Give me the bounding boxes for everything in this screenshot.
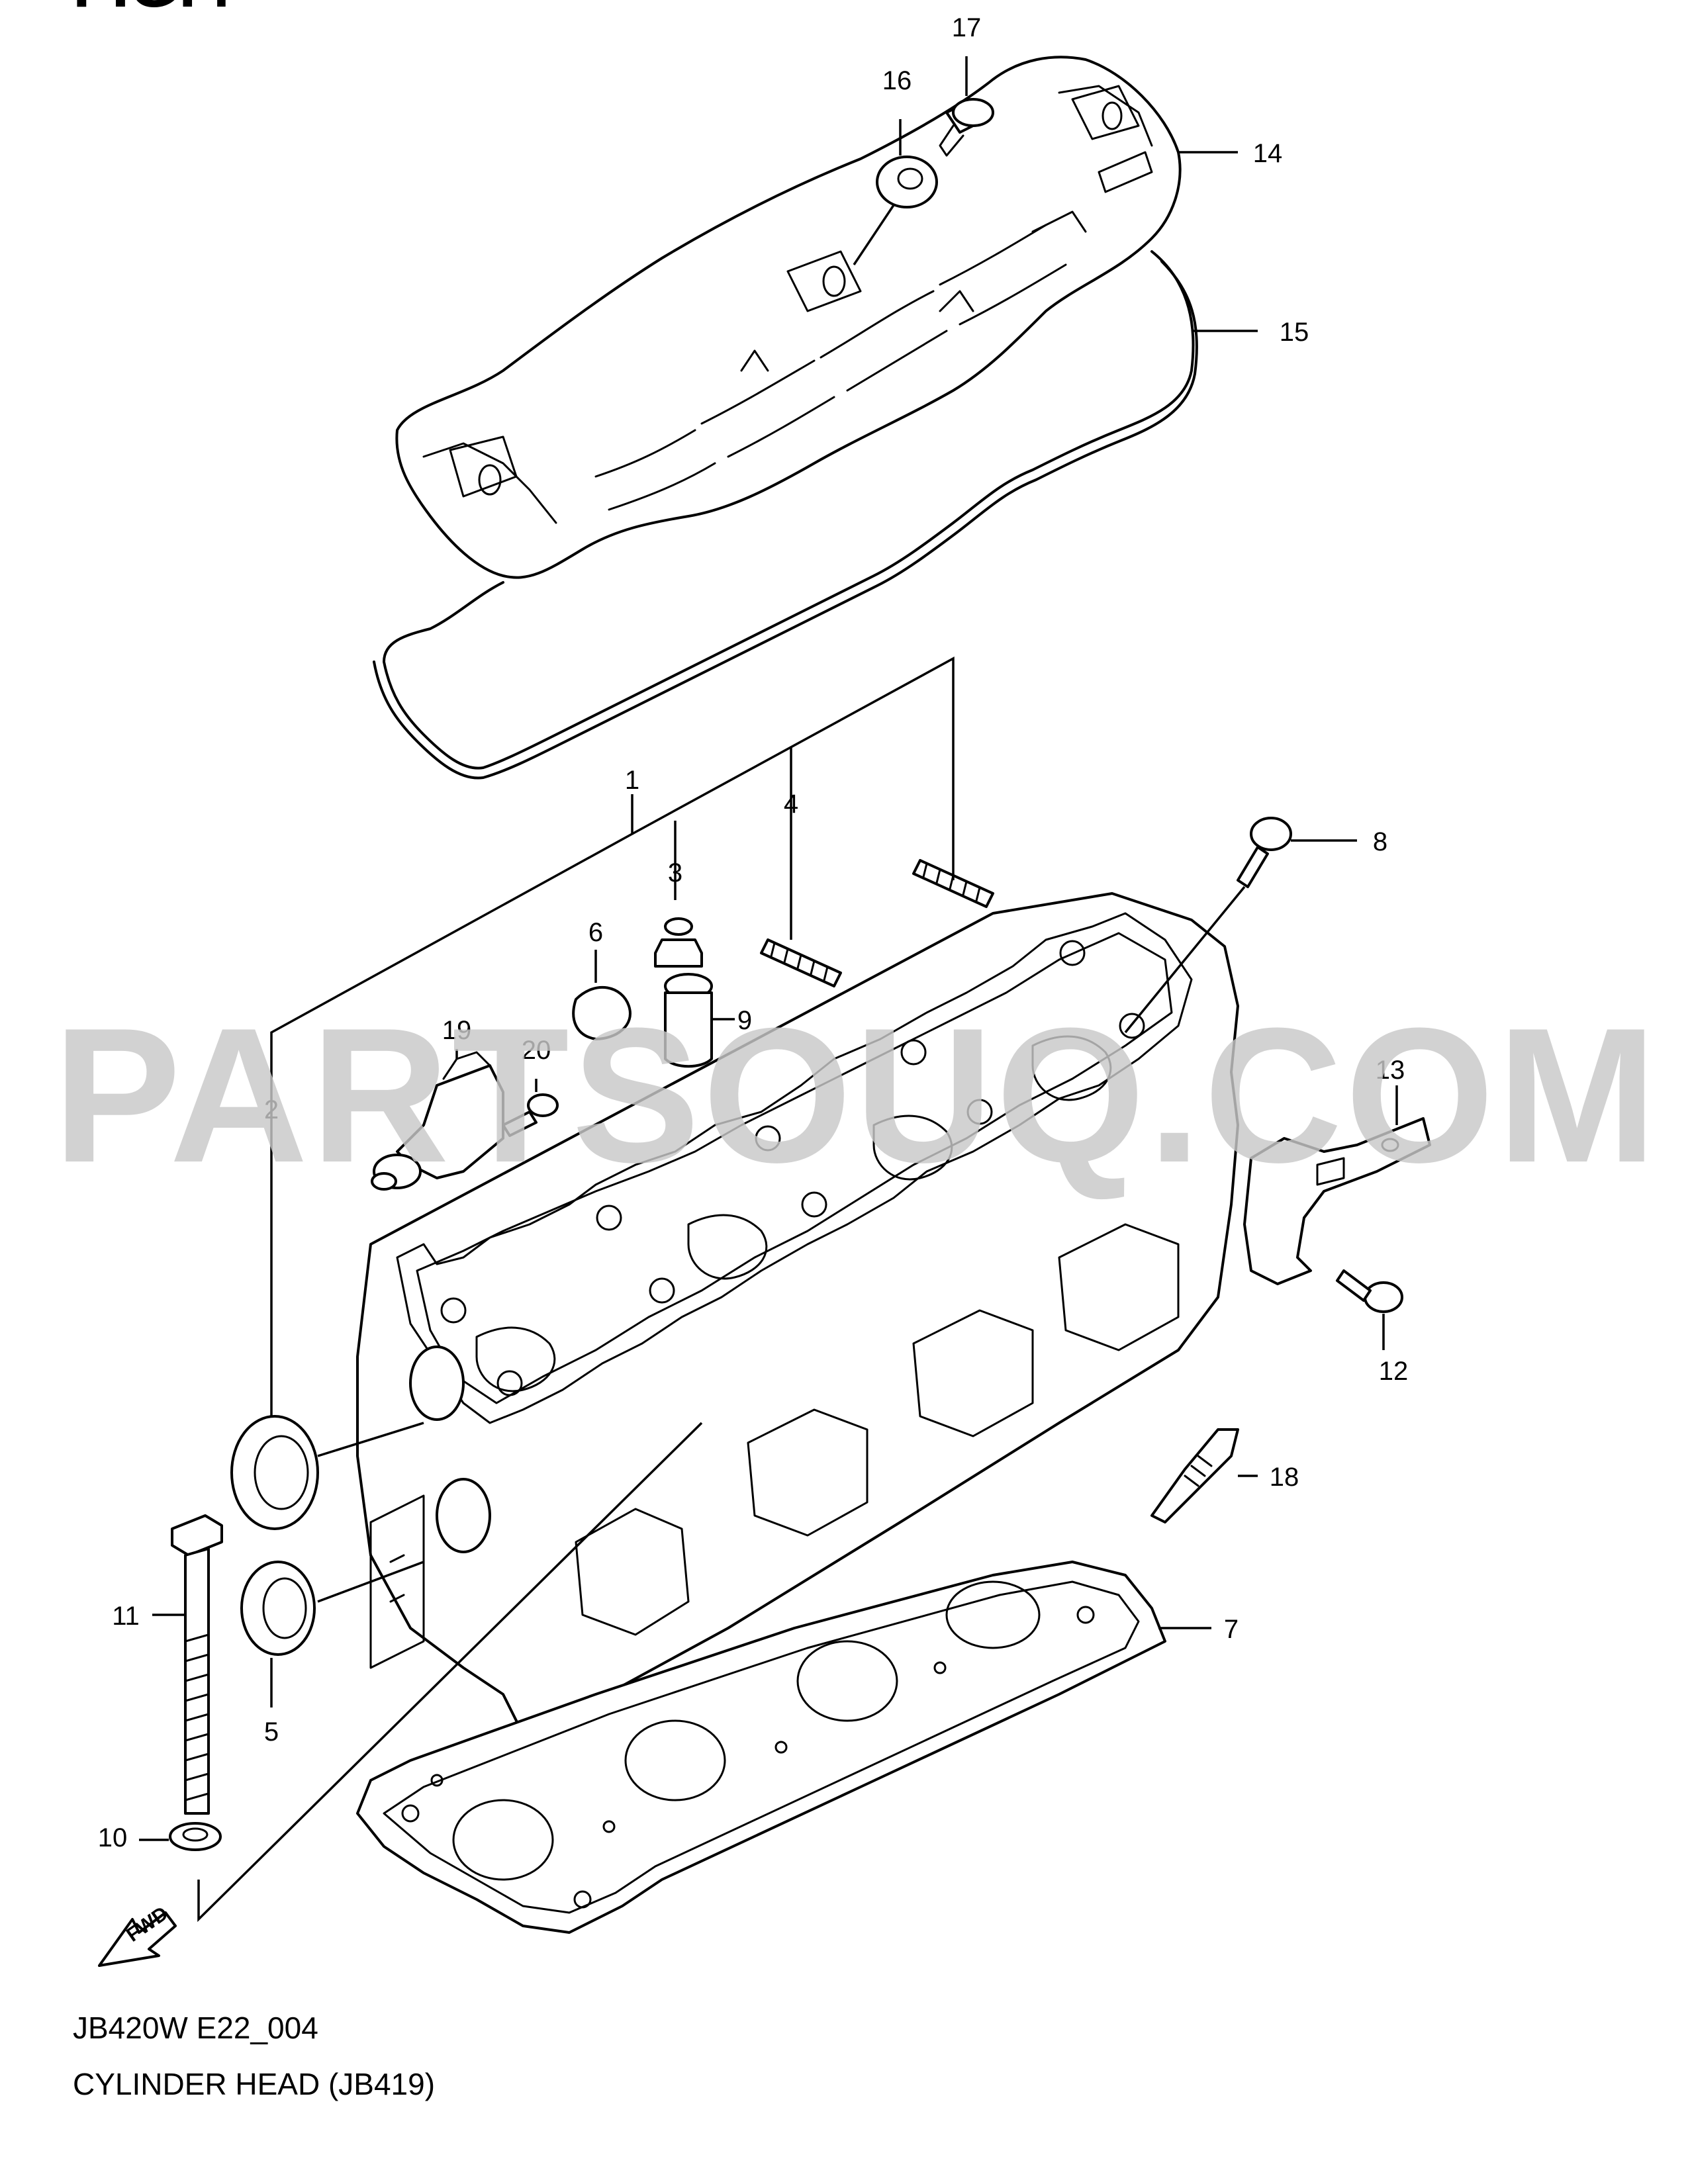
bracket-bolt [1336, 1269, 1403, 1313]
watermark: PARTSOUQ.COM [53, 988, 1660, 1203]
callout-9: 9 [737, 1006, 752, 1035]
callout-13: 13 [1376, 1056, 1405, 1085]
oil-seal [230, 1415, 319, 1530]
stud-upper [912, 859, 994, 908]
bracket [1243, 1117, 1431, 1285]
head-gasket [356, 1561, 1166, 1934]
callout-8: 8 [1373, 827, 1387, 856]
rocker-cover [395, 56, 1182, 579]
callout-14: 14 [1253, 139, 1283, 168]
callout-17: 17 [952, 13, 982, 42]
callout-4: 4 [784, 790, 798, 819]
callout-5: 5 [264, 1717, 279, 1747]
callout-20: 20 [522, 1036, 551, 1065]
cover-grommet [876, 156, 938, 208]
figure-label: FIG.4 [73, 0, 232, 21]
fwd-arrow: FWD [98, 1903, 177, 1967]
valve-stem-seal [654, 917, 703, 968]
callout-1: 1 [625, 766, 639, 795]
callout-7: 7 [1224, 1615, 1239, 1644]
diagram-title: CYLINDER HEAD (JB419) [73, 2067, 435, 2101]
cover-bolt [939, 98, 994, 157]
callout-11: 11 [112, 1602, 140, 1631]
callout-2: 2 [264, 1095, 279, 1124]
callout-10: 10 [98, 1823, 128, 1852]
callout-19: 19 [442, 1016, 472, 1045]
leader-lines [139, 56, 1398, 1923]
glow-plug [1150, 1428, 1239, 1524]
bolt-8 [1237, 817, 1292, 888]
stud [760, 938, 842, 987]
cylinder-head [356, 892, 1239, 1749]
diagram-code: JB420W E22_004 [73, 2011, 318, 2045]
callouts: 1 2 3 4 5 6 7 8 9 10 11 12 13 14 15 16 1… [98, 13, 1409, 1852]
cover-gasket [373, 250, 1198, 780]
callout-18: 18 [1270, 1463, 1299, 1492]
valve-guide [664, 973, 713, 1068]
washer [169, 1822, 222, 1851]
callout-6: 6 [588, 918, 603, 947]
sensor-bolt [502, 1093, 559, 1137]
callout-12: 12 [1379, 1357, 1409, 1386]
plug [572, 986, 632, 1040]
cam-sensor [371, 1051, 504, 1191]
oil-seal-5 [240, 1561, 316, 1656]
head-bolt [171, 1514, 223, 1815]
callout-15: 15 [1280, 318, 1309, 347]
callout-16: 16 [882, 66, 912, 95]
callout-3: 3 [668, 858, 682, 887]
